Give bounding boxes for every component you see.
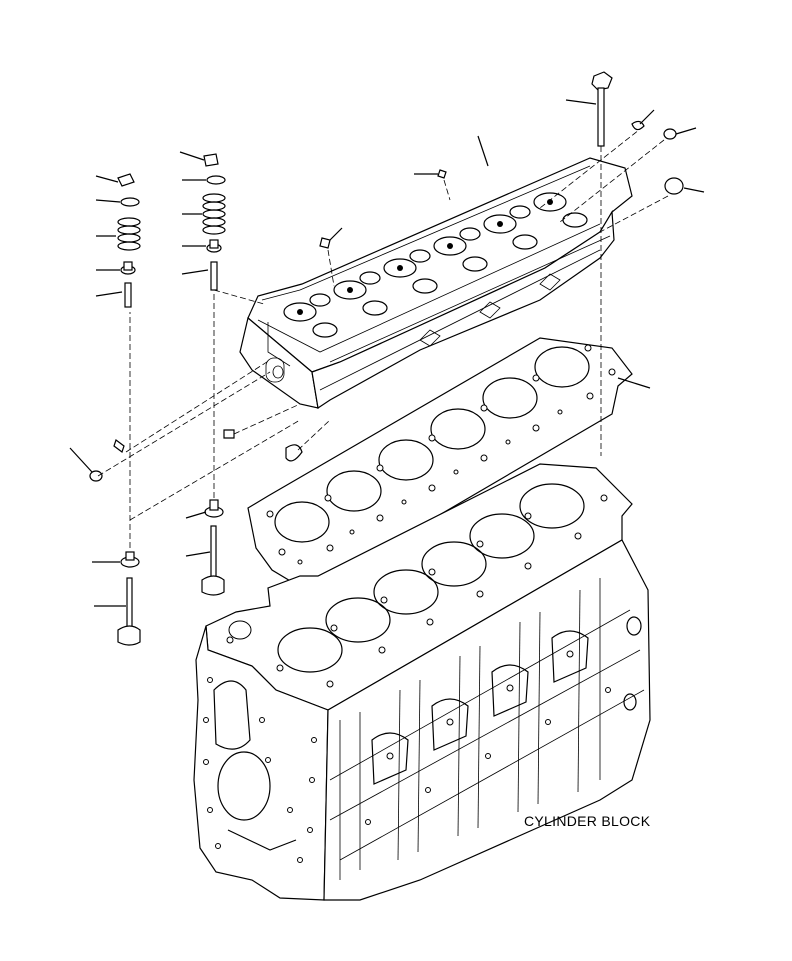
plug-b: [663, 128, 677, 140]
valve-cap-b: [203, 153, 219, 167]
front-oring: [89, 470, 103, 482]
spring-retainer-b: [206, 175, 226, 185]
valve-spring-b: [202, 193, 226, 235]
front-pin: [113, 439, 125, 453]
cylinder-block-label: CYLINDER BLOCK: [524, 813, 651, 829]
valve-spring-a: [117, 217, 141, 251]
leader-lines: [69, 99, 705, 607]
valve-seat-b: [204, 499, 224, 518]
valve-exhaust: [201, 525, 225, 596]
small-plug-top: [437, 169, 447, 179]
seal-ring: [285, 444, 303, 462]
head-gasket: [247, 337, 633, 583]
front-plug: [223, 429, 235, 439]
valve-intake: [117, 577, 141, 646]
valve-seat-a: [120, 551, 140, 568]
head-bolt: [591, 71, 613, 147]
valve-cap-a: [117, 173, 135, 187]
valve-guide-b: [210, 261, 218, 291]
valve-guide-a: [124, 282, 132, 308]
valve-seal-a: [120, 261, 136, 275]
cylinder-block: [193, 463, 651, 901]
valve-seal-b: [206, 239, 222, 253]
valve-train-parts: [89, 71, 684, 646]
spring-retainer-a: [120, 197, 140, 207]
small-plug-side: [319, 237, 331, 249]
plug-c: [664, 177, 684, 195]
cylinder-head: [239, 157, 633, 410]
